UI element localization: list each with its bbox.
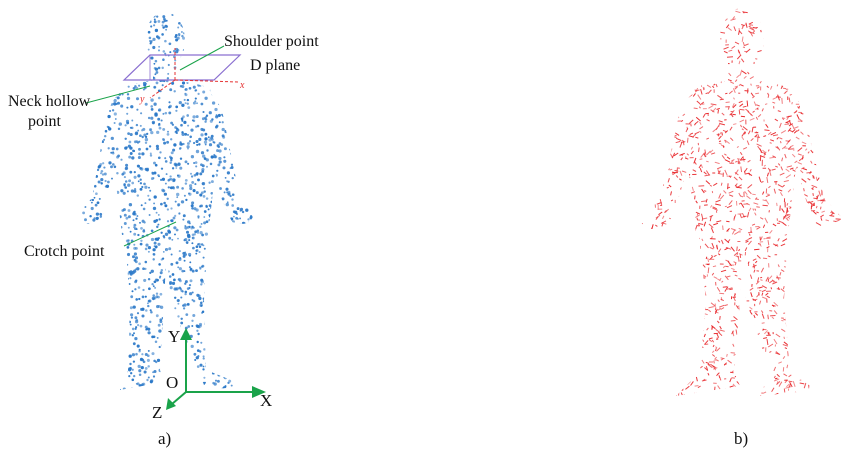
axis-z-label: Z bbox=[152, 403, 162, 422]
axis-y-label: Y bbox=[168, 327, 180, 346]
axis-origin-label: O bbox=[166, 373, 178, 392]
shoulder-point-label: Shoulder point bbox=[224, 33, 319, 50]
red-normal-vector-cloud bbox=[632, 4, 848, 404]
caption-b: b) bbox=[734, 429, 748, 448]
neck-hollow-label-line2: point bbox=[28, 113, 61, 130]
global-axes: Y X Z O bbox=[152, 327, 272, 422]
panel-b-normal-vectors bbox=[632, 4, 848, 404]
small-axis-x-label: x bbox=[239, 80, 245, 91]
axis-x-label: X bbox=[260, 391, 272, 410]
d-plane bbox=[124, 55, 240, 80]
local-axes: x y bbox=[139, 48, 245, 105]
neck-hollow-label-line1: Neck hollow bbox=[8, 93, 91, 110]
d-plane-label: D plane bbox=[250, 57, 300, 74]
leader-lines bbox=[86, 46, 224, 246]
crotch-point-label: Crotch point bbox=[24, 243, 105, 260]
caption-a: a) bbox=[158, 429, 171, 448]
small-axis-y-label: y bbox=[139, 94, 145, 105]
